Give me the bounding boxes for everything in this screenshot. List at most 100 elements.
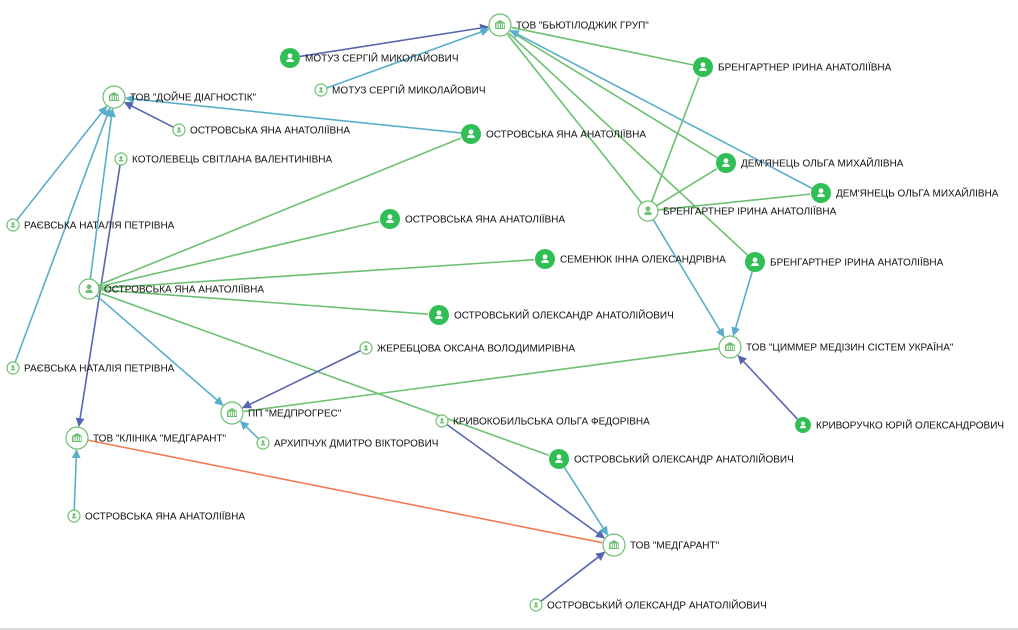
node-label: ОСТРОВСЬКА ЯНА АНАТОЛІЇВНА [104,284,264,296]
node-medgarant[interactable]: ТОВ "МЕДГАРАНТ" [602,533,720,557]
person-icon [722,158,730,167]
person-icon [118,156,124,162]
edge-brengartner1-beauty[interactable] [511,26,694,66]
node-ostr_a[interactable]: ОСТРОВСЬКА ЯНА АНАТОЛІЇВНА [461,124,646,144]
node-beauty[interactable]: ТОВ "БЬЮТІЛОДЖИК ГРУП" [488,13,649,37]
edge-raievska2-deutsche[interactable] [14,107,112,363]
node-label: ОСТРОВСЬКИЙ ОЛЕКСАНДР АНАТОЛІЙОВИЧ [574,453,794,466]
edge-ostr_a-deutsche[interactable] [125,94,462,134]
node-kotolevets[interactable]: КОТОЛЕВЕЦЬ СВІТЛАНА ВАЛЕНТИНІВНА [114,152,332,166]
person-icon [644,206,652,215]
person-icon [555,454,563,463]
edge-ostr_center-medprogres[interactable] [96,294,224,406]
edge-ostrovskyi3-medgarant[interactable] [540,551,606,602]
person-icon [286,53,294,62]
node-ostr_dd[interactable]: ОСТРОВСЬКА ЯНА АНАТОЛІЇВНА [172,123,350,137]
edge-ostrovskyi2-medgarant[interactable] [563,466,609,536]
edge-brengartner2-zimmer[interactable] [652,219,725,338]
edge-brengartner2-demianets2[interactable] [657,193,811,211]
edge-zimmer-medprogres[interactable] [243,347,720,413]
node-label: БРЕНГАРТНЕР ІРИНА АНАТОЛІЇВНА [770,257,944,269]
person-icon [751,257,759,266]
node-label: КОТОЛЕВЕЦЬ СВІТЛАНА ВАЛЕНТИНІВНА [132,155,332,166]
person-icon [817,188,825,197]
person-icon [541,254,549,263]
node-ostrovskyi3[interactable]: ОСТРОВСЬКИЙ ОЛЕКСАНДР АНАТОЛІЙОВИЧ [529,598,767,612]
node-label: ОСТРОВСЬКА ЯНА АНАТОЛІЇВНА [85,511,245,523]
edge-demianets2-beauty[interactable] [509,29,813,190]
node-label: МОТУЗ СЕРГІЙ МИКОЛАЙОВИЧ [332,84,486,97]
person-icon [10,365,16,371]
edge-ostr_center-semeniuk[interactable] [98,258,535,290]
node-label: ЖЕРЕБЦОВА ОКСАНА ВОЛОДИМИРІВНА [377,344,575,355]
node-label: ОСТРОВСЬКИЙ ОЛЕКСАНДР АНАТОЛІЙОВИЧ [547,599,767,612]
edge-ostr_center-ostr_b[interactable] [98,220,380,288]
edge-ostr_dd-deutsche[interactable] [123,101,175,128]
bottom-divider [0,628,1018,630]
node-kryvoruchko[interactable]: КРИВОРУЧКО ЮРІЙ ОЛЕКСАНДРОВИЧ [795,417,1004,433]
edge-ostr_center-deutsche[interactable] [89,108,116,280]
edge-brengartner2-beauty[interactable] [506,33,643,204]
person-icon [533,602,539,608]
edge-ostr_center-ostrovskyi2[interactable] [98,291,549,457]
node-brengartner1[interactable]: БРЕНГАРТНЕР ІРИНА АНАТОЛІЇВНА [693,57,892,77]
edge-ostr_klinika-klinika[interactable] [71,449,81,511]
node-ostr_b[interactable]: ОСТРОВСЬКА ЯНА АНАТОЛІЇВНА [380,209,565,229]
person-icon [176,127,182,133]
edge-motuz2-beauty[interactable] [326,27,490,89]
node-ostr_klinika[interactable]: ОСТРОВСЬКА ЯНА АНАТОЛІЇВНА [67,509,245,523]
edge-brengartner2-brengartner1[interactable] [650,76,700,202]
node-label: ТОВ "БЬЮТІЛОДЖИК ГРУП" [516,21,649,32]
edge-ostr_center-ostrovskyi1[interactable] [98,288,429,315]
node-zimmer[interactable]: ТОВ "ЦИММЕР МЕДІЗИН СІСТЕМ УКРАЇНА" [718,335,954,359]
node-arkhypchuk[interactable]: АРХИПЧУК ДМИТРО ВІКТОРОВИЧ [256,436,438,450]
node-medprogres[interactable]: ПП "МЕДПРОГРЕС" [220,401,342,425]
edge-kotolevets-klinika[interactable] [75,164,121,428]
node-zherebtsova[interactable]: ЖЕРЕБЦОВА ОКСАНА ВОЛОДИМИРІВНА [359,341,575,355]
node-demianets2[interactable]: ДЕМ'ЯНЕЦЬ ОЛЬГА МИХАЙЛІВНА [811,183,999,203]
node-label: ПП "МЕДПРОГРЕС" [248,409,342,420]
node-brengartner3[interactable]: БРЕНГАРТНЕР ІРИНА АНАТОЛІЇВНА [745,252,944,272]
node-label: РАЄВСЬКА НАТАЛІЯ ПЕТРІВНА [24,364,175,375]
node-label: ТОВ "ЦИММЕР МЕДІЗИН СІСТЕМ УКРАЇНА" [746,342,954,354]
person-icon [10,222,16,228]
edge-raievska1-deutsche[interactable] [16,105,108,221]
node-kryvokobylska[interactable]: КРИВОКОБИЛЬСЬКА ОЛЬГА ФЕДОРІВНА [435,414,650,428]
edge-klinika-medgarant[interactable] [87,439,603,544]
building-icon [227,408,237,417]
node-label: КРИВОКОБИЛЬСЬКА ОЛЬГА ФЕДОРІВНА [453,417,650,428]
node-motuz2[interactable]: МОТУЗ СЕРГІЙ МИКОЛАЙОВИЧ [314,83,486,97]
edge-kryvokobylska-medgarant[interactable] [446,423,605,539]
node-brengartner2[interactable]: БРЕНГАРТНЕР ІРИНА АНАТОЛІЇВНА [637,200,837,222]
edge-kryvoruchko-zimmer[interactable] [737,355,799,420]
person-icon [363,345,369,351]
node-semeniuk[interactable]: СЕМЕНЮК ІННА ОЛЕКСАНДРІВНА [535,249,726,269]
node-motuz1[interactable]: МОТУЗ СЕРГІЙ МИКОЛАЙОВИЧ [280,48,459,68]
edge-demianets1-beauty[interactable] [509,30,718,159]
node-label: ОСТРОВСЬКА ЯНА АНАТОЛІЇВНА [405,214,565,226]
edge-brengartner3-beauty[interactable] [508,32,749,256]
node-demianets1[interactable]: ДЕМ'ЯНЕЦЬ ОЛЬГА МИХАЙЛІВНА [716,153,904,173]
node-ostrovskyi2[interactable]: ОСТРОВСЬКИЙ ОЛЕКСАНДР АНАТОЛІЙОВИЧ [549,449,794,469]
node-label: АРХИПЧУК ДМИТРО ВІКТОРОВИЧ [274,439,438,450]
edge-brengartner3-zimmer[interactable] [731,271,753,337]
node-ostrovskyi1[interactable]: ОСТРОВСЬКИЙ ОЛЕКСАНДР АНАТОЛІЙОВИЧ [429,305,674,325]
node-label: ТОВ "МЕДГАРАНТ" [630,541,720,552]
node-label: МОТУЗ СЕРГІЙ МИКОЛАЙОВИЧ [305,52,459,65]
person-icon [318,87,324,93]
node-klinika[interactable]: ТОВ "КЛІНІКА "МЕДГАРАНТ" [65,426,227,450]
edge-motuz1-beauty[interactable] [299,23,490,58]
node-deutsche[interactable]: ТОВ "ДОЙЧЕ ДІАГНОСТІК" [102,85,257,109]
node-raievska1[interactable]: РАЄВСЬКА НАТАЛІЯ ПЕТРІВНА [6,218,175,232]
edge-zherebtsova-medprogres[interactable] [241,349,361,409]
person-icon [386,214,394,223]
person-icon [435,310,443,319]
person-icon [85,284,93,293]
node-label: ТОВ "КЛІНІКА "МЕДГАРАНТ" [93,434,227,445]
edge-brengartner2-demianets1[interactable] [656,168,718,207]
node-ostr_center[interactable]: ОСТРОВСЬКА ЯНА АНАТОЛІЇВНА [78,278,264,300]
edge-arkhypchuk-medprogres[interactable] [239,420,260,440]
node-raievska2[interactable]: РАЄВСЬКА НАТАЛІЯ ПЕТРІВНА [6,361,175,375]
edge-ostr_center-ostr_a[interactable] [97,137,462,286]
